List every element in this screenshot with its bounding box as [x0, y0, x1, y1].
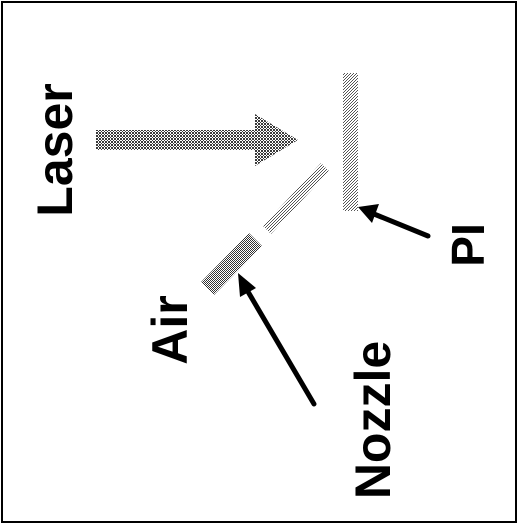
pi-plate: [343, 73, 358, 211]
laser-label: Laser: [27, 83, 83, 216]
pi-label: PI: [442, 223, 494, 266]
air-stream: [263, 163, 329, 234]
air-label: Air: [142, 295, 198, 364]
laser-beam-arrow: [96, 114, 298, 166]
pi-pointer-arrow: [358, 204, 431, 239]
nozzle-pointer-arrow: [238, 273, 317, 407]
nozzle-label: Nozzle: [345, 341, 401, 499]
nozzle-body: [201, 233, 262, 295]
